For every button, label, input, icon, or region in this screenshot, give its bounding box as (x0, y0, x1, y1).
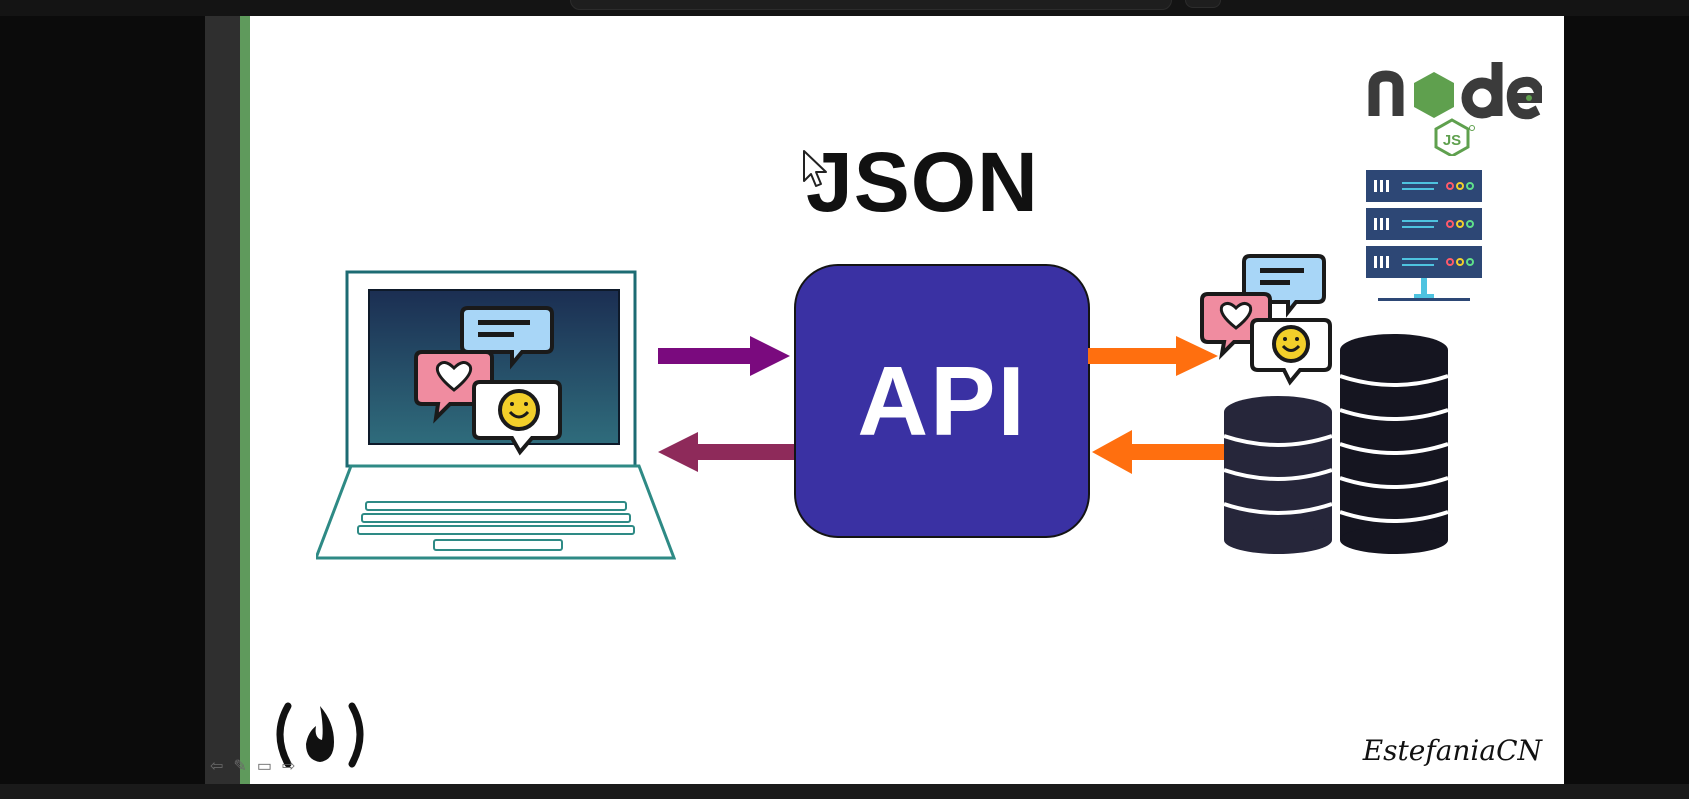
pen-icon[interactable]: ✎ (233, 758, 247, 775)
slide-accent-bar (240, 16, 250, 784)
arrow-to-api-icon (658, 336, 790, 376)
viewer-left-rail (205, 16, 240, 784)
author-signature: EstefaniaCN (1362, 734, 1542, 767)
arrow-left-icon[interactable]: ⇦ (210, 758, 224, 775)
window-control[interactable] (1185, 0, 1221, 8)
laptop-icon (313, 268, 677, 564)
window-top-bar (0, 0, 1689, 16)
arrow-from-api-icon (658, 432, 794, 472)
chat-bubbles-icon (1200, 254, 1332, 386)
mouse-cursor-icon (803, 150, 827, 187)
arrow-right-icon[interactable]: ⇨ (281, 758, 296, 775)
database-arrows (1088, 336, 1228, 474)
nodejs-logo: JS (1366, 36, 1546, 158)
screen-icon[interactable]: ▭ (256, 758, 272, 775)
freecodecamp-logo (276, 702, 364, 768)
server-rack-icon (1366, 170, 1482, 301)
chat-bubbles-icon (414, 306, 562, 456)
request-response-arrows (658, 336, 794, 472)
slide-title: JSON (806, 135, 1039, 229)
arrow-from-database-icon (1092, 430, 1228, 474)
api-label: API (857, 345, 1027, 456)
address-bar[interactable] (570, 0, 1172, 10)
presentation-slide: JSON JS (250, 16, 1564, 784)
database-icon (1223, 334, 1449, 554)
window-bottom-bar (0, 784, 1689, 799)
arrow-to-database-icon (1088, 336, 1218, 376)
logo-badge-text: JS (1443, 132, 1461, 149)
api-box: API (794, 264, 1090, 538)
slide-nav-controls: ⇦ ✎ ▭ ⇨ (210, 756, 295, 776)
